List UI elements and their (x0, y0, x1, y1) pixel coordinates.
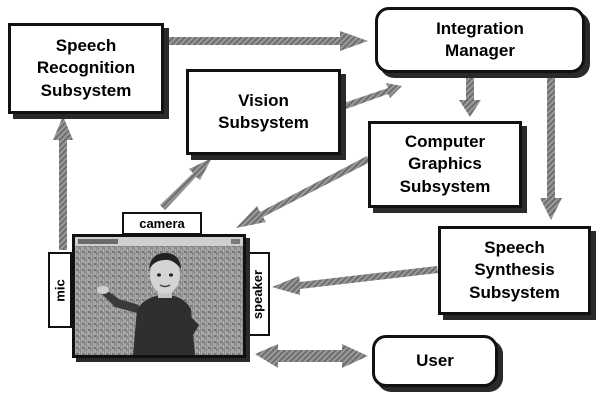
speech-synthesis-line-2: Synthesis (474, 260, 555, 280)
vision-subsystem-box: Vision Subsystem (186, 69, 341, 155)
integration-manager-box: Integration Manager (375, 7, 585, 73)
animated-agent-screenshot (75, 237, 243, 355)
integration-manager-line-1: Integration (436, 18, 524, 38)
arrow-speech-recognition-to-integration-manager (168, 31, 368, 51)
speaker-label: speaker (246, 252, 270, 336)
arrow-integration-manager-to-speech-synthesis (540, 78, 562, 220)
computer-graphics-line-2: Graphics (408, 154, 482, 174)
computer-graphics-line-3: Subsystem (399, 176, 491, 196)
speaker-label-text: speaker (250, 269, 266, 319)
camera-label: camera (122, 212, 202, 235)
mic-label: mic (48, 252, 72, 328)
vision-line-2: Subsystem (218, 113, 309, 132)
computer-screen (72, 234, 246, 358)
arrow-mic-to-speech-recognition (53, 116, 73, 250)
arrow-computer-graphics-to-screen (236, 156, 370, 228)
user-label: User (416, 350, 454, 370)
computer-graphics-line-1: Computer (404, 131, 486, 151)
integration-manager-line-2: Manager (445, 41, 515, 60)
arrow-screen-user-bidirectional (255, 344, 368, 368)
mic-label-text: mic (52, 278, 68, 302)
speech-recognition-line-2: Recognition (36, 58, 136, 78)
arrow-camera-to-vision (160, 158, 212, 210)
speech-synthesis-subsystem-box: Speech Synthesis Subsystem (438, 226, 591, 315)
arrow-integration-manager-to-computer-graphics (459, 78, 481, 117)
user-box: User (372, 335, 498, 387)
computer-graphics-subsystem-box: Computer Graphics Subsystem (368, 121, 522, 208)
speech-recognition-line-1: Speech (55, 35, 117, 55)
speech-synthesis-line-1: Speech (484, 237, 545, 257)
avatar-figure (97, 253, 199, 355)
speech-synthesis-line-3: Subsystem (469, 282, 560, 302)
speech-recognition-subsystem-box: Speech Recognition Subsystem (8, 23, 164, 114)
camera-label-text: camera (139, 216, 185, 231)
vision-line-1: Vision (238, 90, 289, 110)
speech-recognition-line-3: Subsystem (40, 80, 132, 100)
arrow-speech-synthesis-to-speaker (272, 266, 438, 295)
arrow-vision-to-integration-manager (344, 83, 402, 109)
